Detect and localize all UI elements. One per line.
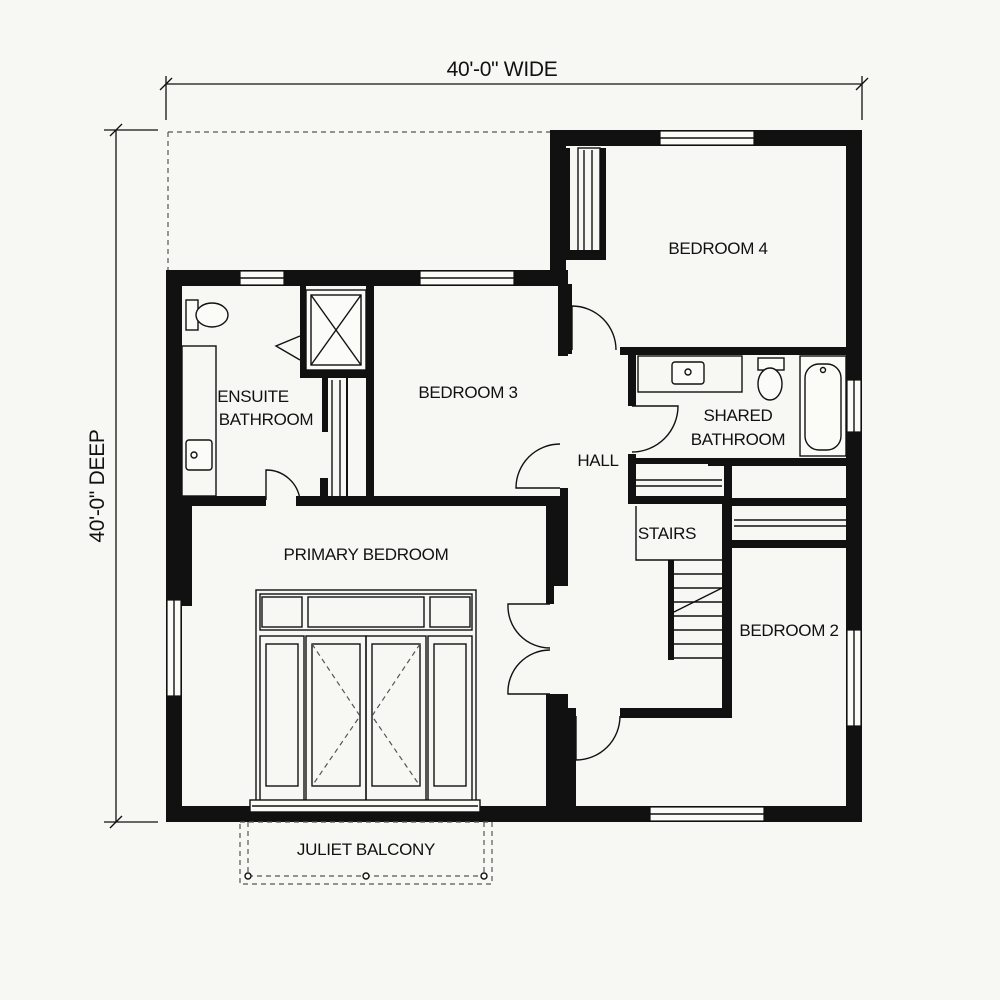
room-labels: BEDROOM 4 BEDROOM 3 ENSUITE BATHROOM HAL… (217, 239, 839, 859)
door-ensuite (265, 469, 301, 501)
width-label: 40'-0" WIDE (447, 58, 558, 81)
ensuite-fixtures (181, 289, 367, 497)
open-area-outline (167, 131, 550, 270)
door-primary-b (507, 649, 551, 695)
juliet-balcony (239, 821, 493, 885)
label-shared-line1: SHARED (703, 406, 772, 425)
label-juliet-balcony: JULIET BALCONY (297, 840, 435, 859)
door-shower (274, 335, 301, 361)
toilet-icon (185, 299, 229, 331)
label-hall: HALL (577, 451, 618, 470)
stairs-icon (635, 506, 723, 659)
depth-label: 40'-0" DEEP (86, 429, 109, 542)
label-bedroom-4: BEDROOM 4 (668, 239, 767, 258)
door-bedroom-4 (571, 305, 617, 351)
door-bedroom-2 (575, 715, 621, 761)
bathtub-icon (799, 355, 847, 457)
exterior-walls (166, 130, 862, 822)
depth-dimension: 40'-0" DEEP (86, 123, 158, 829)
shared-bath-fixtures (637, 355, 847, 457)
sink-icon (185, 439, 213, 471)
door-primary-a (507, 603, 551, 649)
vanity-counter (181, 345, 217, 497)
width-dimension: 40'-0" WIDE (159, 58, 869, 120)
closets (331, 147, 846, 527)
shower-icon (305, 289, 367, 371)
windows (166, 130, 862, 822)
door-bedroom-3 (515, 443, 561, 489)
sink-icon (671, 361, 705, 385)
shared-vanity-counter (637, 355, 743, 393)
label-shared-line2: BATHROOM (691, 430, 786, 449)
interior-walls (182, 148, 862, 806)
doors (265, 305, 679, 761)
french-doors (249, 589, 481, 813)
label-ensuite-line2: BATHROOM (219, 410, 314, 429)
label-primary-bedroom: PRIMARY BEDROOM (284, 545, 449, 564)
toilet-icon (757, 357, 785, 401)
door-shared-bath (631, 405, 679, 453)
label-bedroom-2: BEDROOM 2 (739, 621, 838, 640)
label-ensuite-line1: ENSUITE (217, 387, 289, 406)
label-bedroom-3: BEDROOM 3 (418, 383, 517, 402)
label-stairs: STAIRS (638, 524, 696, 543)
